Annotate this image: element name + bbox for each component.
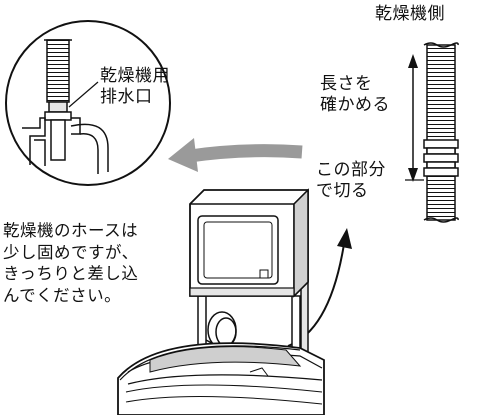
dryer-drain-label: 乾燥機用 排水口 bbox=[100, 66, 170, 107]
cut-here-label: この部分 で切る bbox=[316, 160, 386, 201]
direction-arrow bbox=[168, 138, 303, 172]
washing-machine bbox=[117, 342, 325, 416]
dryer-unit bbox=[189, 188, 309, 416]
drain-label-leader bbox=[68, 81, 99, 108]
dryer-hose bbox=[46, 39, 70, 103]
drain-detail-circle bbox=[5, 20, 171, 186]
dryer-side-hose bbox=[423, 42, 459, 223]
length-arrow bbox=[405, 54, 424, 182]
check-length-label: 長さを 確かめる bbox=[320, 74, 390, 115]
dryer-side-label: 乾燥機側 bbox=[375, 4, 445, 24]
hose-insert-hint: 乾燥機のホースは 少し固めですが、 きっちりと差し込 んでください。 bbox=[3, 221, 139, 305]
